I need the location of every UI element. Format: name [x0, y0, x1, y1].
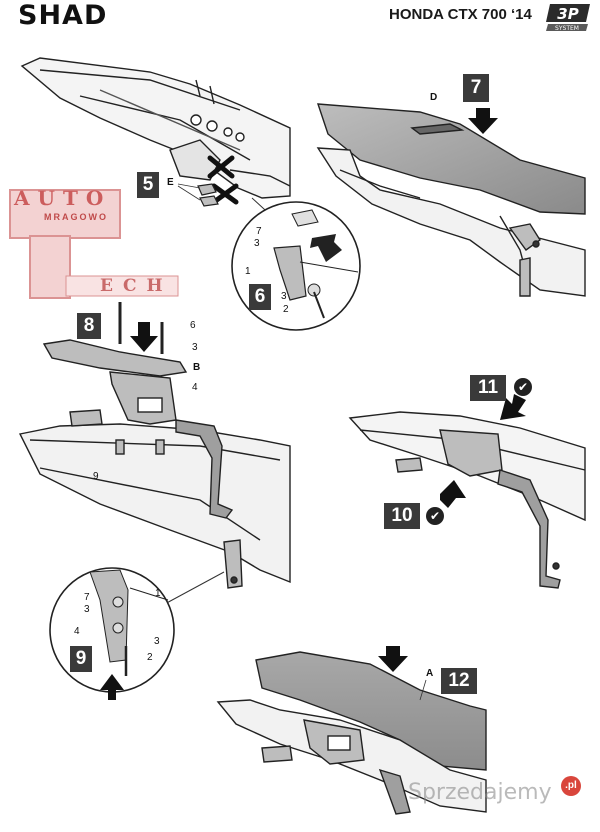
seat-drawing-12 [216, 651, 487, 815]
detail-circle-6 [231, 201, 361, 331]
brand-logo: SHAD [18, 0, 108, 31]
overlay-tech: ECH [100, 276, 173, 296]
system-badge-text: 3P [557, 5, 578, 23]
label-A: A [426, 668, 434, 679]
label-B: B [193, 362, 201, 373]
label-2a: 2 [283, 304, 289, 315]
arrow-down-icon [468, 108, 498, 134]
step-7: 7 [463, 74, 489, 102]
system-badge: 3P SYSTEM [544, 2, 592, 32]
overlay-city: MRAGOWO [44, 212, 108, 222]
check-icon: ✔ [514, 378, 532, 396]
step-5: 5 [137, 172, 159, 198]
arrow-down-icon [500, 394, 526, 420]
model-title: HONDA CTX 700 ‘14 [389, 6, 532, 23]
check-icon: ✔ [426, 507, 444, 525]
label-1a: 1 [245, 266, 251, 277]
rack-drawing-10-11 [348, 411, 586, 589]
cross-icon [207, 155, 239, 205]
rack-drawing-8 [18, 302, 291, 589]
label-1c: 1 [155, 588, 161, 599]
auto-tech-overlay [9, 189, 179, 299]
label-7c: 7 [84, 592, 90, 603]
label-2c: 2 [147, 652, 153, 663]
arrow-down-icon [130, 322, 158, 352]
step-6: 6 [249, 284, 271, 310]
detail-circle-9 [49, 567, 175, 693]
label-3d: 3 [84, 604, 90, 615]
label-3c: 3 [192, 342, 198, 353]
watermark-badge: .pl [561, 776, 581, 796]
label-3a: 3 [254, 238, 260, 249]
label-3e: 3 [154, 636, 160, 647]
step-12: 12 [441, 668, 477, 694]
label-E: E [167, 177, 174, 188]
arrow-down-icon [378, 646, 408, 672]
label-6b: 6 [190, 320, 196, 331]
label-4a: 4 [192, 382, 198, 393]
arrow-up-icon [440, 480, 466, 508]
overlay-auto: AUTO [14, 186, 112, 210]
label-7a: 7 [256, 226, 262, 237]
label-3b: 3 [281, 291, 287, 302]
step-11: 11 [470, 375, 506, 401]
seat-drawing-7 [316, 103, 586, 297]
step-10: 10 [384, 503, 420, 529]
system-badge-sub: SYSTEM [555, 25, 579, 32]
step-8: 8 [77, 313, 101, 339]
watermark: Sprzedajemy [408, 780, 552, 805]
step-9: 9 [70, 646, 92, 672]
label-D: D [430, 92, 438, 103]
label-9: 9 [93, 471, 99, 482]
bracket-parts-E [197, 183, 219, 207]
label-4c: 4 [74, 626, 80, 637]
arrow-up-icon [100, 674, 124, 700]
